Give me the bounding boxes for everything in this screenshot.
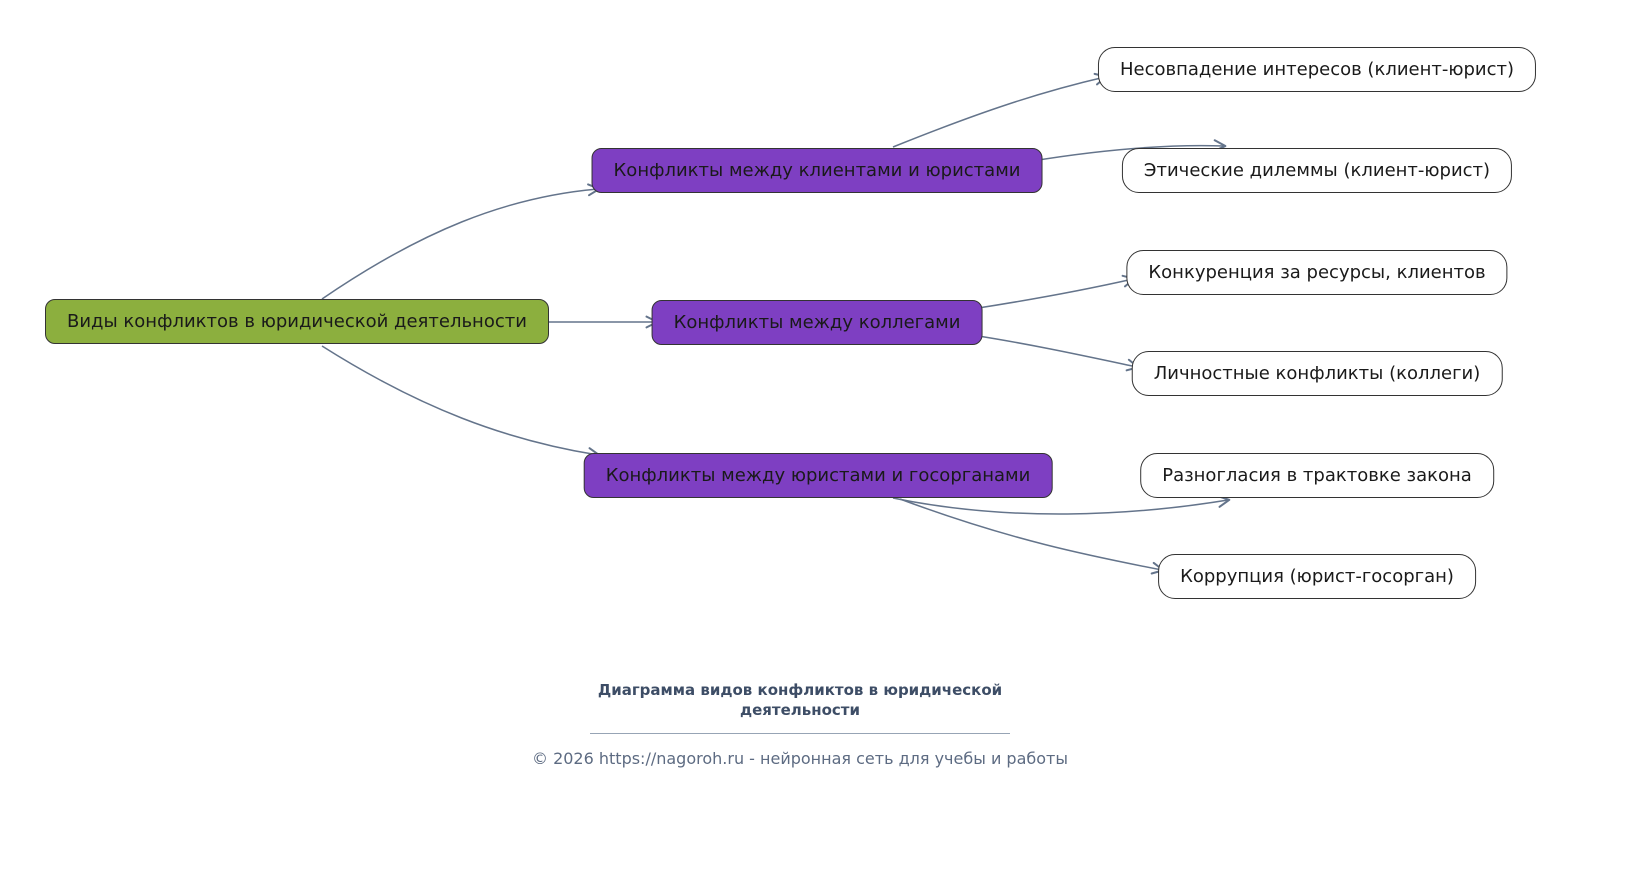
edge-branch3-leaf6 (899, 498, 1165, 575)
copyright-text: © 2026 https://nagoroh.ru - нейронная се… (531, 749, 1068, 768)
leaf-node-personal-conflicts: Личностные конфликты (коллеги) (1131, 351, 1503, 396)
branch-node-clients-lawyers: Конфликты между клиентами и юристами (591, 148, 1043, 193)
leaf-node-law-interpretation: Разногласия в трактовке закона (1140, 453, 1494, 498)
edge-branch2-leaf4 (971, 334, 1140, 372)
edge-branch3-leaf5 (892, 495, 1231, 515)
leaf-node-interest-mismatch: Несовпадение интересов (клиент-юрист) (1097, 47, 1537, 92)
branch-node-colleagues: Конфликты между коллегами (651, 300, 983, 345)
leaf-node-corruption: Коррупция (юрист-госорган) (1158, 554, 1476, 599)
edge-branch2-leaf3 (971, 274, 1136, 310)
edge-root-branch3 (321, 345, 601, 460)
footer-divider (590, 733, 1010, 734)
leaf-node-resource-competition: Конкуренция за ресурсы, клиентов (1126, 250, 1508, 295)
branch-node-lawyers-state: Конфликты между юристами и госорганами (583, 453, 1053, 498)
root-node: Виды конфликтов в юридической деятельнос… (45, 299, 549, 344)
edge-branch1-leaf1 (892, 72, 1108, 148)
diagram-caption: Диаграмма видов конфликтов в юридической… (597, 681, 1003, 719)
edge-root-branch1 (321, 183, 601, 300)
footer: Диаграмма видов конфликтов в юридической… (400, 681, 1200, 768)
leaf-node-ethical-dilemmas: Этические дилеммы (клиент-юрист) (1121, 148, 1513, 193)
